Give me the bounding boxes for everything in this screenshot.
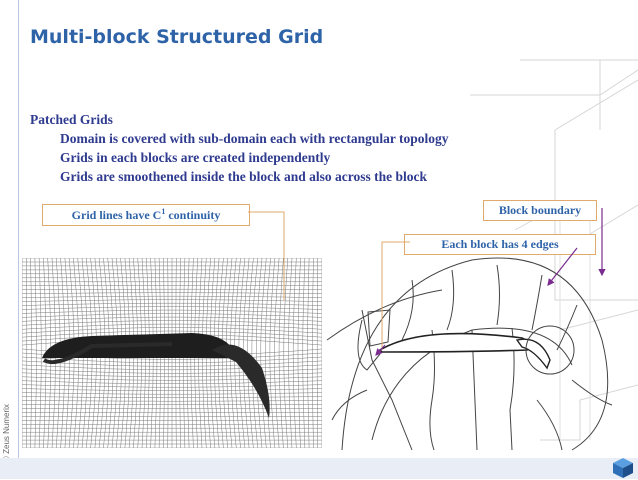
- continuity-leader: [248, 211, 285, 300]
- edges-callout: Each block has 4 edges: [404, 234, 596, 255]
- bullet-item: Grids in each blocks are created indepen…: [60, 150, 331, 165]
- copyright-text: © Zeus Numerix: [2, 404, 11, 462]
- slide-title: Multi-block Structured Grid: [30, 26, 324, 48]
- airfoil-flap: [212, 344, 270, 418]
- block-boundary-callout: Block boundary: [483, 200, 597, 221]
- airfoil-wake: [42, 342, 173, 365]
- footer-bar: [0, 458, 638, 479]
- bullet-item: Grids are smoothened inside the block an…: [60, 169, 428, 184]
- flap-block-circle: [525, 325, 575, 375]
- bullet-item: Domain is covered with sub-domain each w…: [60, 131, 449, 146]
- cube-logo-icon: [613, 458, 633, 478]
- multi-block-grid-figure: [326, 257, 613, 451]
- leading-edge-block: [367, 309, 391, 347]
- continuity-callout-text: Grid lines have C: [71, 208, 162, 222]
- bullet-heading: Patched Grids: [30, 112, 113, 127]
- edges-leader: [381, 241, 410, 350]
- edges-arrow: [547, 247, 578, 286]
- continuity-superscript: 1: [161, 207, 166, 216]
- continuity-callout: Grid lines have C1 continuity: [42, 204, 250, 226]
- left-margin-bar: [0, 0, 19, 479]
- edges-arrow-left: [375, 344, 386, 356]
- flap-outline: [515, 338, 551, 370]
- structured-grid-figure: [22, 258, 322, 448]
- bullet-list: Patched Grids Domain is covered with sub…: [30, 110, 449, 186]
- continuity-callout-suffix: continuity: [165, 208, 221, 222]
- leading-edge-arc: [357, 319, 381, 371]
